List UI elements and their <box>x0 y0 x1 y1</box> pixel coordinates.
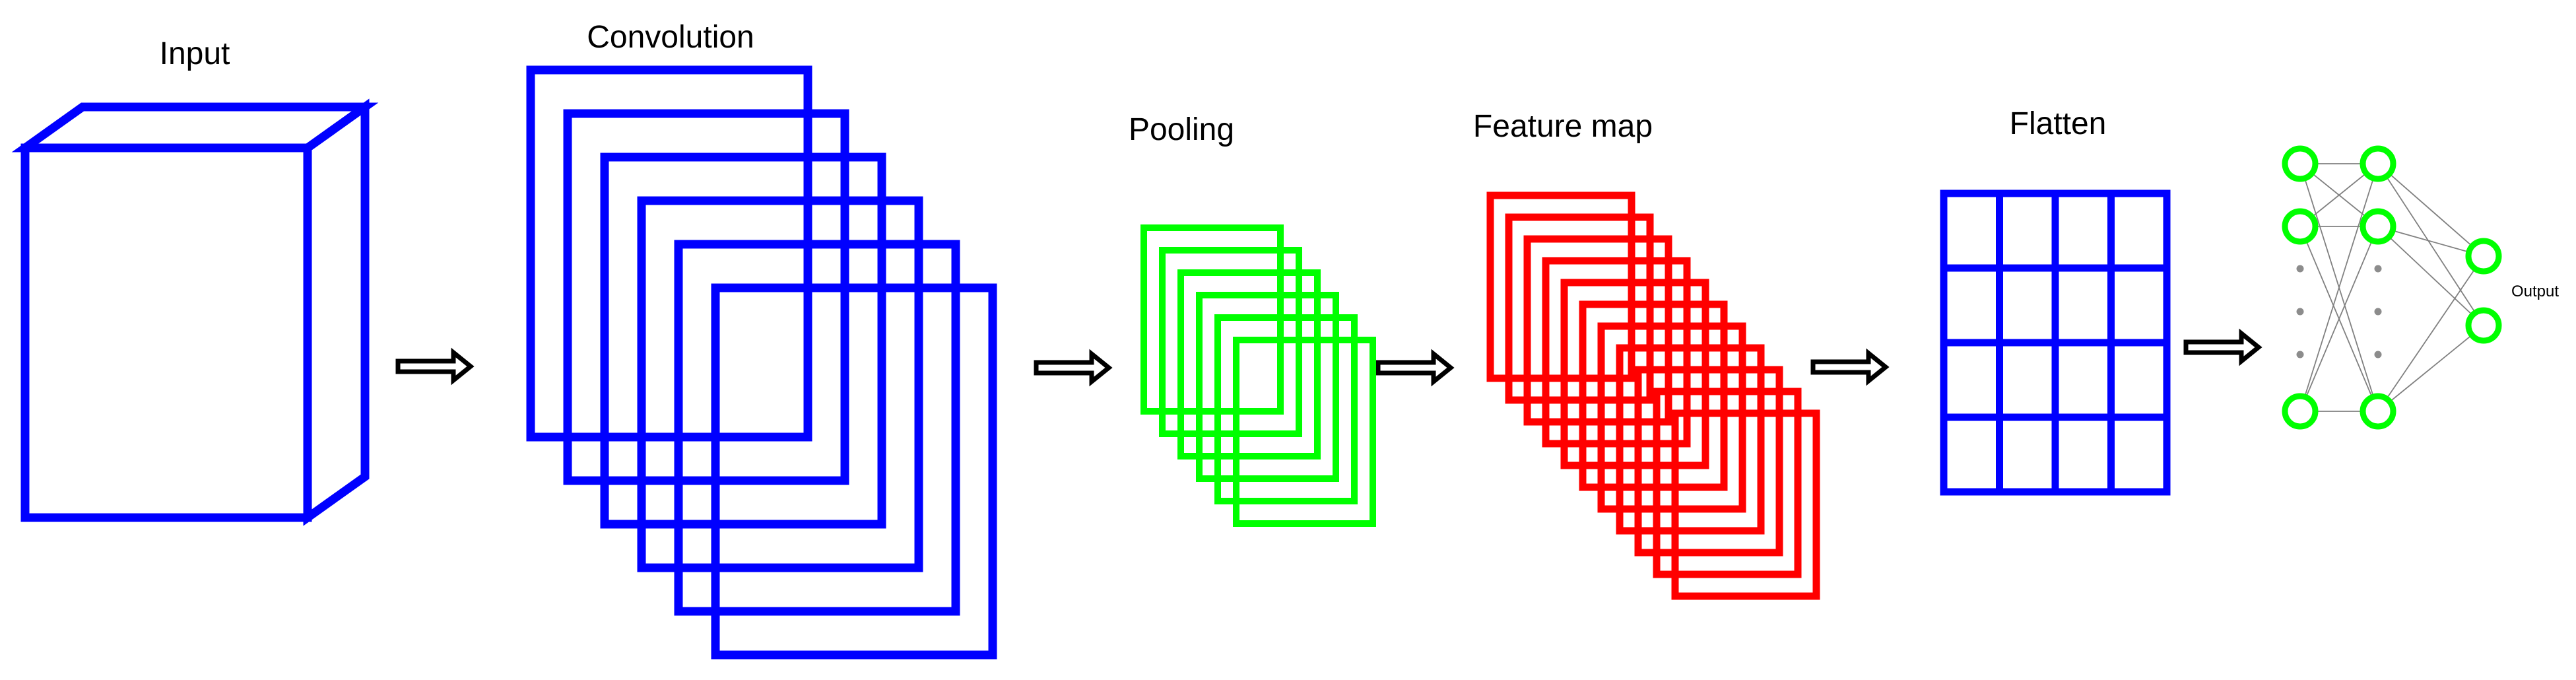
network-connection-line <box>2377 255 2484 412</box>
network-connection-line <box>2377 226 2484 257</box>
ellipsis-dot-icon <box>2296 265 2304 273</box>
flow-arrow-icon <box>1034 349 1113 387</box>
feature-map-stage: Feature map <box>1473 109 1820 600</box>
convolution-layer-rect <box>711 283 997 660</box>
neuron-node-icon <box>2360 393 2396 430</box>
ellipsis-dot-icon <box>2296 351 2304 358</box>
convolution-layer-rect <box>674 240 960 616</box>
flow-arrow-icon <box>1375 349 1455 387</box>
flatten-stage: Flatten <box>1940 106 2171 496</box>
network-connection-line <box>2377 325 2484 412</box>
input-stage: Input <box>11 36 379 526</box>
convolution-layer-rect <box>600 153 886 529</box>
ellipsis-dot-icon <box>2296 308 2304 316</box>
dense-network-stage: Output <box>2282 145 2559 430</box>
feature-map-layer-rect <box>1616 344 1765 535</box>
feature-map-layer-rect <box>1634 366 1783 557</box>
output-label: Output <box>2511 283 2559 300</box>
convolution-layer-rect <box>526 65 812 442</box>
feature-map-layer-rect <box>1653 388 1802 578</box>
network-connection-line <box>2377 163 2484 257</box>
input-box-front-face <box>20 143 312 522</box>
pooling-stage: Pooling <box>1129 112 1376 527</box>
neuron-node-icon <box>2282 393 2319 430</box>
pooling-layer-rect <box>1214 314 1358 504</box>
network-connection-line <box>2299 226 2379 412</box>
flatten-label: Flatten <box>2010 106 2107 141</box>
convolution-layer-rect <box>563 109 849 485</box>
pooling-layer-rect <box>1196 292 1339 482</box>
feature-map-layer-rect <box>1671 409 1820 600</box>
neuron-node-icon <box>2465 307 2502 344</box>
neuron-node-icon <box>2282 208 2319 245</box>
input-box-side-face <box>303 98 370 526</box>
feature-map-label: Feature map <box>1473 109 1653 144</box>
convolution-label: Convolution <box>587 20 754 55</box>
neural-network-icon <box>2282 145 2502 430</box>
ellipsis-dot-icon <box>2374 265 2382 273</box>
neuron-node-icon <box>2465 238 2502 275</box>
feature-map-layer-stack-icon <box>1486 191 1820 600</box>
neuron-node-icon <box>2282 145 2319 182</box>
network-connection-line <box>2377 163 2484 326</box>
pooling-layer-rect <box>1177 269 1321 459</box>
flow-arrow-icon <box>1810 348 1890 386</box>
convolution-layer-stack-icon <box>526 65 997 660</box>
flatten-grid-icon <box>1940 189 2171 496</box>
flow-arrow-icon <box>2183 328 2262 366</box>
ellipsis-dot-icon <box>2374 351 2382 358</box>
network-connection-line <box>2377 226 2484 326</box>
pooling-label: Pooling <box>1129 112 1234 147</box>
pooling-layer-stack-icon <box>1140 224 1376 527</box>
flow-arrow-icon <box>395 347 475 386</box>
neuron-node-icon <box>2360 145 2396 182</box>
neuron-node-icon <box>2360 208 2396 245</box>
pooling-layer-rect <box>1233 337 1376 527</box>
ellipsis-dot-icon <box>2374 308 2382 316</box>
flow-arrows <box>395 328 2262 387</box>
input-3d-box-icon <box>11 98 379 526</box>
convolution-layer-rect <box>637 196 923 572</box>
network-connection-line <box>2299 163 2379 412</box>
convolution-stage: Convolution <box>526 20 997 660</box>
input-label: Input <box>160 36 230 71</box>
